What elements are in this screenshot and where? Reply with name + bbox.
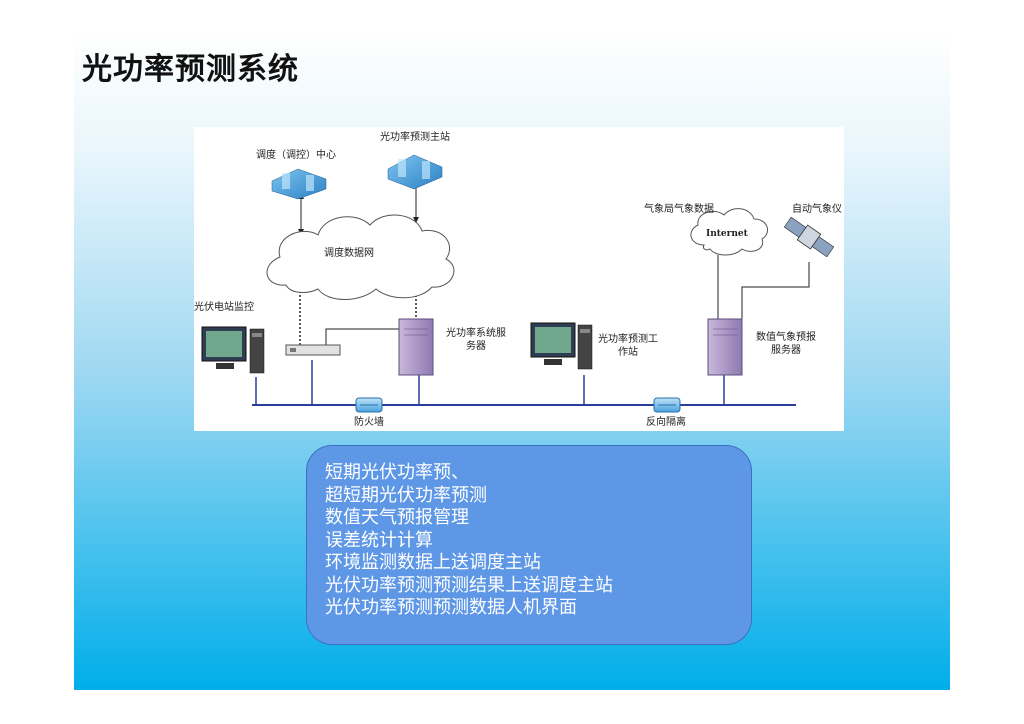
feature-item: 数值天气预报管理 bbox=[325, 507, 469, 528]
forecast-workstation-computer bbox=[530, 322, 593, 370]
dispatch-network-cloud bbox=[266, 214, 455, 300]
dispatch-center-building bbox=[271, 168, 327, 200]
feature-item: 误差统计计算 bbox=[325, 529, 433, 551]
slide: 光功率预测系统 bbox=[74, 30, 950, 690]
network-diagram: 调度（调控）中心 光功率预测主站 调度数据网 光伏电站监控 光功率系统服 务器 … bbox=[194, 127, 844, 431]
feature-item: 超短期光伏功率预测 bbox=[325, 484, 487, 506]
page-title: 光功率预测系统 bbox=[82, 52, 299, 87]
auto-weather-instrument bbox=[783, 216, 835, 258]
firewall-device bbox=[355, 397, 383, 413]
label-forecast-workstation: 光功率预测工 作站 bbox=[598, 334, 658, 358]
pv-monitor-computer bbox=[201, 326, 265, 374]
label-nwp-server: 数值气象预报 服务器 bbox=[756, 332, 816, 356]
label-dispatch-center: 调度（调控）中心 bbox=[256, 150, 336, 161]
feature-item: 光伏功率预测预测数据人机界面 bbox=[325, 597, 577, 618]
label-firewall: 防火墙 bbox=[354, 417, 384, 428]
feature-list-box: 短期光伏功率预、 超短期光伏功率预测 数值天气预报管理 误差统计计算 环境监测数… bbox=[306, 445, 752, 645]
forecast-master-building bbox=[387, 154, 443, 190]
nwp-server bbox=[707, 318, 743, 376]
label-weather-bureau: 气象局气象数据 bbox=[644, 204, 714, 215]
feature-item: 短期光伏功率预、 bbox=[325, 462, 469, 483]
weather-instrument-link bbox=[741, 262, 810, 319]
feature-item: 光伏功率预测预测结果上送调度主站 bbox=[325, 574, 613, 596]
label-system-server: 光功率系统服 务器 bbox=[446, 328, 506, 352]
label-pv-monitor: 光伏电站监控 bbox=[194, 302, 254, 313]
system-server bbox=[398, 318, 434, 376]
network-switch bbox=[285, 344, 341, 356]
internet-cloud bbox=[690, 208, 769, 256]
label-forecast-master: 光功率预测主站 bbox=[380, 132, 450, 143]
label-auto-weather: 自动气象仪 bbox=[792, 204, 842, 215]
diagram-canvas bbox=[201, 154, 835, 413]
label-internet: Internet bbox=[706, 229, 748, 239]
switch-server-link bbox=[325, 328, 399, 345]
label-dispatch-network: 调度数据网 bbox=[324, 248, 374, 259]
feature-item: 环境监测数据上送调度主站 bbox=[325, 552, 541, 573]
reverse-isolation-device bbox=[653, 397, 681, 413]
label-reverse-isolation: 反向隔离 bbox=[646, 417, 686, 428]
